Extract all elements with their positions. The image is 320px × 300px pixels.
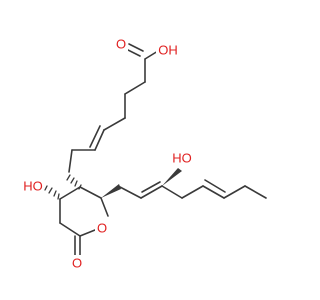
ring-bond-2 bbox=[59, 186, 81, 200]
ring-bond-6 bbox=[100, 197, 109, 217]
acid-carbonyl-oxygen-label: O bbox=[116, 37, 126, 52]
side-chain-double-bond-b bbox=[141, 181, 161, 193]
side-chain-bond-4 bbox=[223, 185, 246, 199]
molecule-structure: O OH HO O O HO bbox=[22, 37, 267, 271]
chain-bond-4 bbox=[103, 117, 126, 131]
acid-hydroxyl-label: OH bbox=[158, 43, 178, 58]
acid-c-oh-bond bbox=[144, 50, 159, 60]
chain-hydroxyl-label: HO bbox=[172, 151, 192, 166]
atom-labels: O OH HO O O HO bbox=[22, 37, 194, 271]
side-chain-double-bond-c bbox=[202, 185, 225, 199]
chain-bond-2 bbox=[124, 81, 146, 95]
side-chain-double-bond-a bbox=[140, 185, 163, 199]
chain-bond-6 bbox=[68, 149, 73, 173]
side-chain-bond-1 bbox=[119, 186, 142, 199]
ring-bond-5 bbox=[79, 229, 96, 237]
side-chain-double-bond-d bbox=[204, 179, 226, 193]
ring-bond-4 bbox=[59, 222, 81, 237]
upper-acid-chain bbox=[68, 43, 159, 173]
carbonyl-double-bond-a bbox=[125, 48, 141, 57]
wedge-stereo-bond bbox=[101, 184, 121, 198]
hashed-stereo-bond-hydroxyl bbox=[44, 185, 60, 200]
ring-bond-1 bbox=[79, 186, 102, 199]
wedge-stereo-bond-oh bbox=[162, 168, 182, 186]
side-chain-bond-5 bbox=[244, 185, 267, 199]
side-chain-bond-2 bbox=[161, 185, 183, 199]
ring-hydroxyl-label: HO bbox=[23, 179, 43, 194]
lower-side-chain bbox=[119, 168, 267, 199]
ring-oxygen-label: O bbox=[97, 221, 107, 236]
carbonyl-double-bond-b bbox=[128, 43, 144, 52]
trans-double-bond-a bbox=[94, 129, 105, 151]
lactone-carbonyl-oxygen-label: O bbox=[72, 256, 82, 271]
lactone-ring bbox=[44, 174, 121, 257]
side-chain-bond-3 bbox=[181, 185, 204, 199]
trans-double-bond-b bbox=[89, 125, 101, 148]
